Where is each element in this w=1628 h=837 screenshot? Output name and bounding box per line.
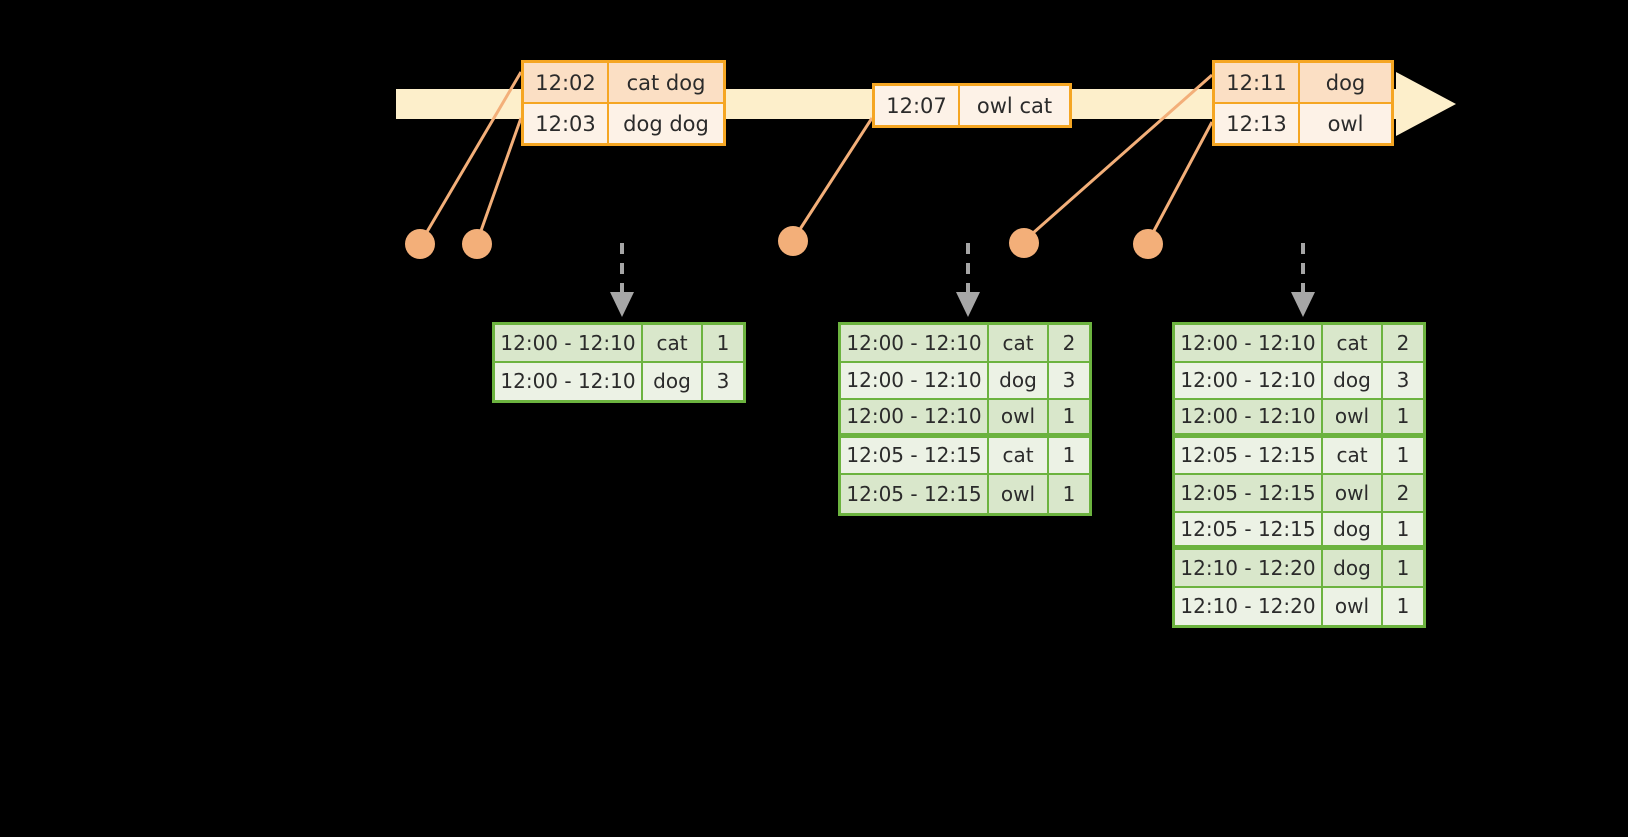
cell-count: 2 <box>1383 325 1423 363</box>
table-arrow-3 <box>1291 243 1315 317</box>
event-time: 12:11 <box>1215 63 1300 102</box>
timeline-event-row[interactable]: 12:11 dog <box>1215 63 1391 102</box>
cell-count: 1 <box>1383 437 1423 475</box>
table-row[interactable]: 12:10 - 12:20 dog 1 <box>1175 550 1423 588</box>
record-dot-1 <box>405 229 435 259</box>
table-arrow-1 <box>610 243 634 317</box>
cell-word: dog <box>643 362 703 400</box>
cell-window: 12:00 - 12:10 <box>1175 400 1323 438</box>
cell-word: cat <box>643 325 703 363</box>
cell-window: 12:10 - 12:20 <box>1175 587 1323 625</box>
connector-lines <box>419 71 1214 243</box>
cell-count: 1 <box>1383 587 1423 625</box>
cell-window: 12:00 - 12:10 <box>495 362 643 400</box>
cell-count: 1 <box>1049 437 1089 475</box>
table-row[interactable]: 12:10 - 12:20 owl 1 <box>1175 587 1423 625</box>
cell-word: dog <box>989 362 1049 400</box>
table-row[interactable]: 12:05 - 12:15 dog 1 <box>1175 512 1423 550</box>
event-words: owl cat <box>960 86 1069 125</box>
cell-word: owl <box>989 475 1049 513</box>
cell-count: 3 <box>1383 362 1423 400</box>
timeline-event-row[interactable]: 12:07 owl cat <box>875 86 1069 125</box>
timeline-event-group-1[interactable]: 12:02 cat dog 12:03 dog dog <box>521 60 726 146</box>
cell-count: 1 <box>1049 400 1089 438</box>
cell-word: cat <box>1323 325 1383 363</box>
timeline-event-row[interactable]: 12:03 dog dog <box>524 102 723 143</box>
event-words: cat dog <box>609 63 723 102</box>
event-time: 12:07 <box>875 86 960 125</box>
cell-count: 1 <box>1383 512 1423 550</box>
event-words: dog dog <box>609 104 723 143</box>
record-dot-5 <box>1133 229 1163 259</box>
record-dot-4 <box>1009 228 1039 258</box>
event-words: owl <box>1300 104 1391 143</box>
cell-word: owl <box>1323 587 1383 625</box>
result-table-1[interactable]: 12:00 - 12:10 cat 1 12:00 - 12:10 dog 3 <box>492 322 746 403</box>
cell-count: 1 <box>1049 475 1089 513</box>
connector-2 <box>475 117 523 243</box>
cell-count: 1 <box>703 325 743 363</box>
cell-window: 12:05 - 12:15 <box>841 437 989 475</box>
cell-window: 12:00 - 12:10 <box>841 400 989 438</box>
table-row[interactable]: 12:00 - 12:10 dog 3 <box>1175 362 1423 400</box>
event-time: 12:13 <box>1215 104 1300 143</box>
cell-word: cat <box>989 325 1049 363</box>
timeline-event-group-2[interactable]: 12:07 owl cat <box>872 83 1072 128</box>
cell-word: owl <box>1323 400 1383 438</box>
table-row[interactable]: 12:05 - 12:15 owl 1 <box>841 475 1089 513</box>
table-row[interactable]: 12:00 - 12:10 owl 1 <box>841 400 1089 438</box>
cell-word: owl <box>1323 475 1383 513</box>
timeline-event-group-3[interactable]: 12:11 dog 12:13 owl <box>1212 60 1394 146</box>
cell-word: dog <box>1323 512 1383 550</box>
cell-count: 1 <box>1383 400 1423 438</box>
table-row[interactable]: 12:05 - 12:15 cat 1 <box>841 437 1089 475</box>
cell-window: 12:00 - 12:10 <box>1175 362 1323 400</box>
table-row[interactable]: 12:00 - 12:10 cat 2 <box>1175 325 1423 363</box>
cell-window: 12:00 - 12:10 <box>841 325 989 363</box>
event-time: 12:02 <box>524 63 609 102</box>
cell-count: 3 <box>703 362 743 400</box>
table-arrow-2 <box>956 243 980 317</box>
event-words: dog <box>1300 63 1391 102</box>
table-row[interactable]: 12:05 - 12:15 cat 1 <box>1175 437 1423 475</box>
table-row[interactable]: 12:00 - 12:10 owl 1 <box>1175 400 1423 438</box>
cell-window: 12:00 - 12:10 <box>1175 325 1323 363</box>
result-table-2[interactable]: 12:00 - 12:10 cat 2 12:00 - 12:10 dog 3 … <box>838 322 1092 516</box>
connector-4 <box>1023 73 1213 243</box>
table-row[interactable]: 12:00 - 12:10 cat 1 <box>495 325 743 363</box>
cell-window: 12:05 - 12:15 <box>1175 475 1323 513</box>
record-dots <box>405 226 1163 259</box>
cell-word: dog <box>1323 550 1383 588</box>
cell-word: owl <box>989 400 1049 438</box>
table-row[interactable]: 12:05 - 12:15 owl 2 <box>1175 475 1423 513</box>
table-arrows <box>610 243 1315 317</box>
record-dot-2 <box>462 229 492 259</box>
cell-window: 12:05 - 12:15 <box>841 475 989 513</box>
result-table-3[interactable]: 12:00 - 12:10 cat 2 12:00 - 12:10 dog 3 … <box>1172 322 1426 628</box>
cell-count: 3 <box>1049 362 1089 400</box>
connector-1 <box>419 71 523 243</box>
cell-window: 12:05 - 12:15 <box>1175 437 1323 475</box>
timeline-event-row[interactable]: 12:13 owl <box>1215 102 1391 143</box>
table-row[interactable]: 12:00 - 12:10 dog 3 <box>841 362 1089 400</box>
cell-word: cat <box>1323 437 1383 475</box>
cell-word: cat <box>989 437 1049 475</box>
table-row[interactable]: 12:00 - 12:10 cat 2 <box>841 325 1089 363</box>
cell-window: 12:00 - 12:10 <box>495 325 643 363</box>
record-dot-3 <box>778 226 808 256</box>
cell-count: 2 <box>1049 325 1089 363</box>
cell-count: 2 <box>1383 475 1423 513</box>
event-time: 12:03 <box>524 104 609 143</box>
cell-count: 1 <box>1383 550 1423 588</box>
table-row[interactable]: 12:00 - 12:10 dog 3 <box>495 362 743 400</box>
cell-window: 12:00 - 12:10 <box>841 362 989 400</box>
cell-window: 12:10 - 12:20 <box>1175 550 1323 588</box>
timeline-event-row[interactable]: 12:02 cat dog <box>524 63 723 102</box>
cell-window: 12:05 - 12:15 <box>1175 512 1323 550</box>
cell-word: dog <box>1323 362 1383 400</box>
connector-3 <box>791 117 874 241</box>
connector-5 <box>1146 121 1214 243</box>
